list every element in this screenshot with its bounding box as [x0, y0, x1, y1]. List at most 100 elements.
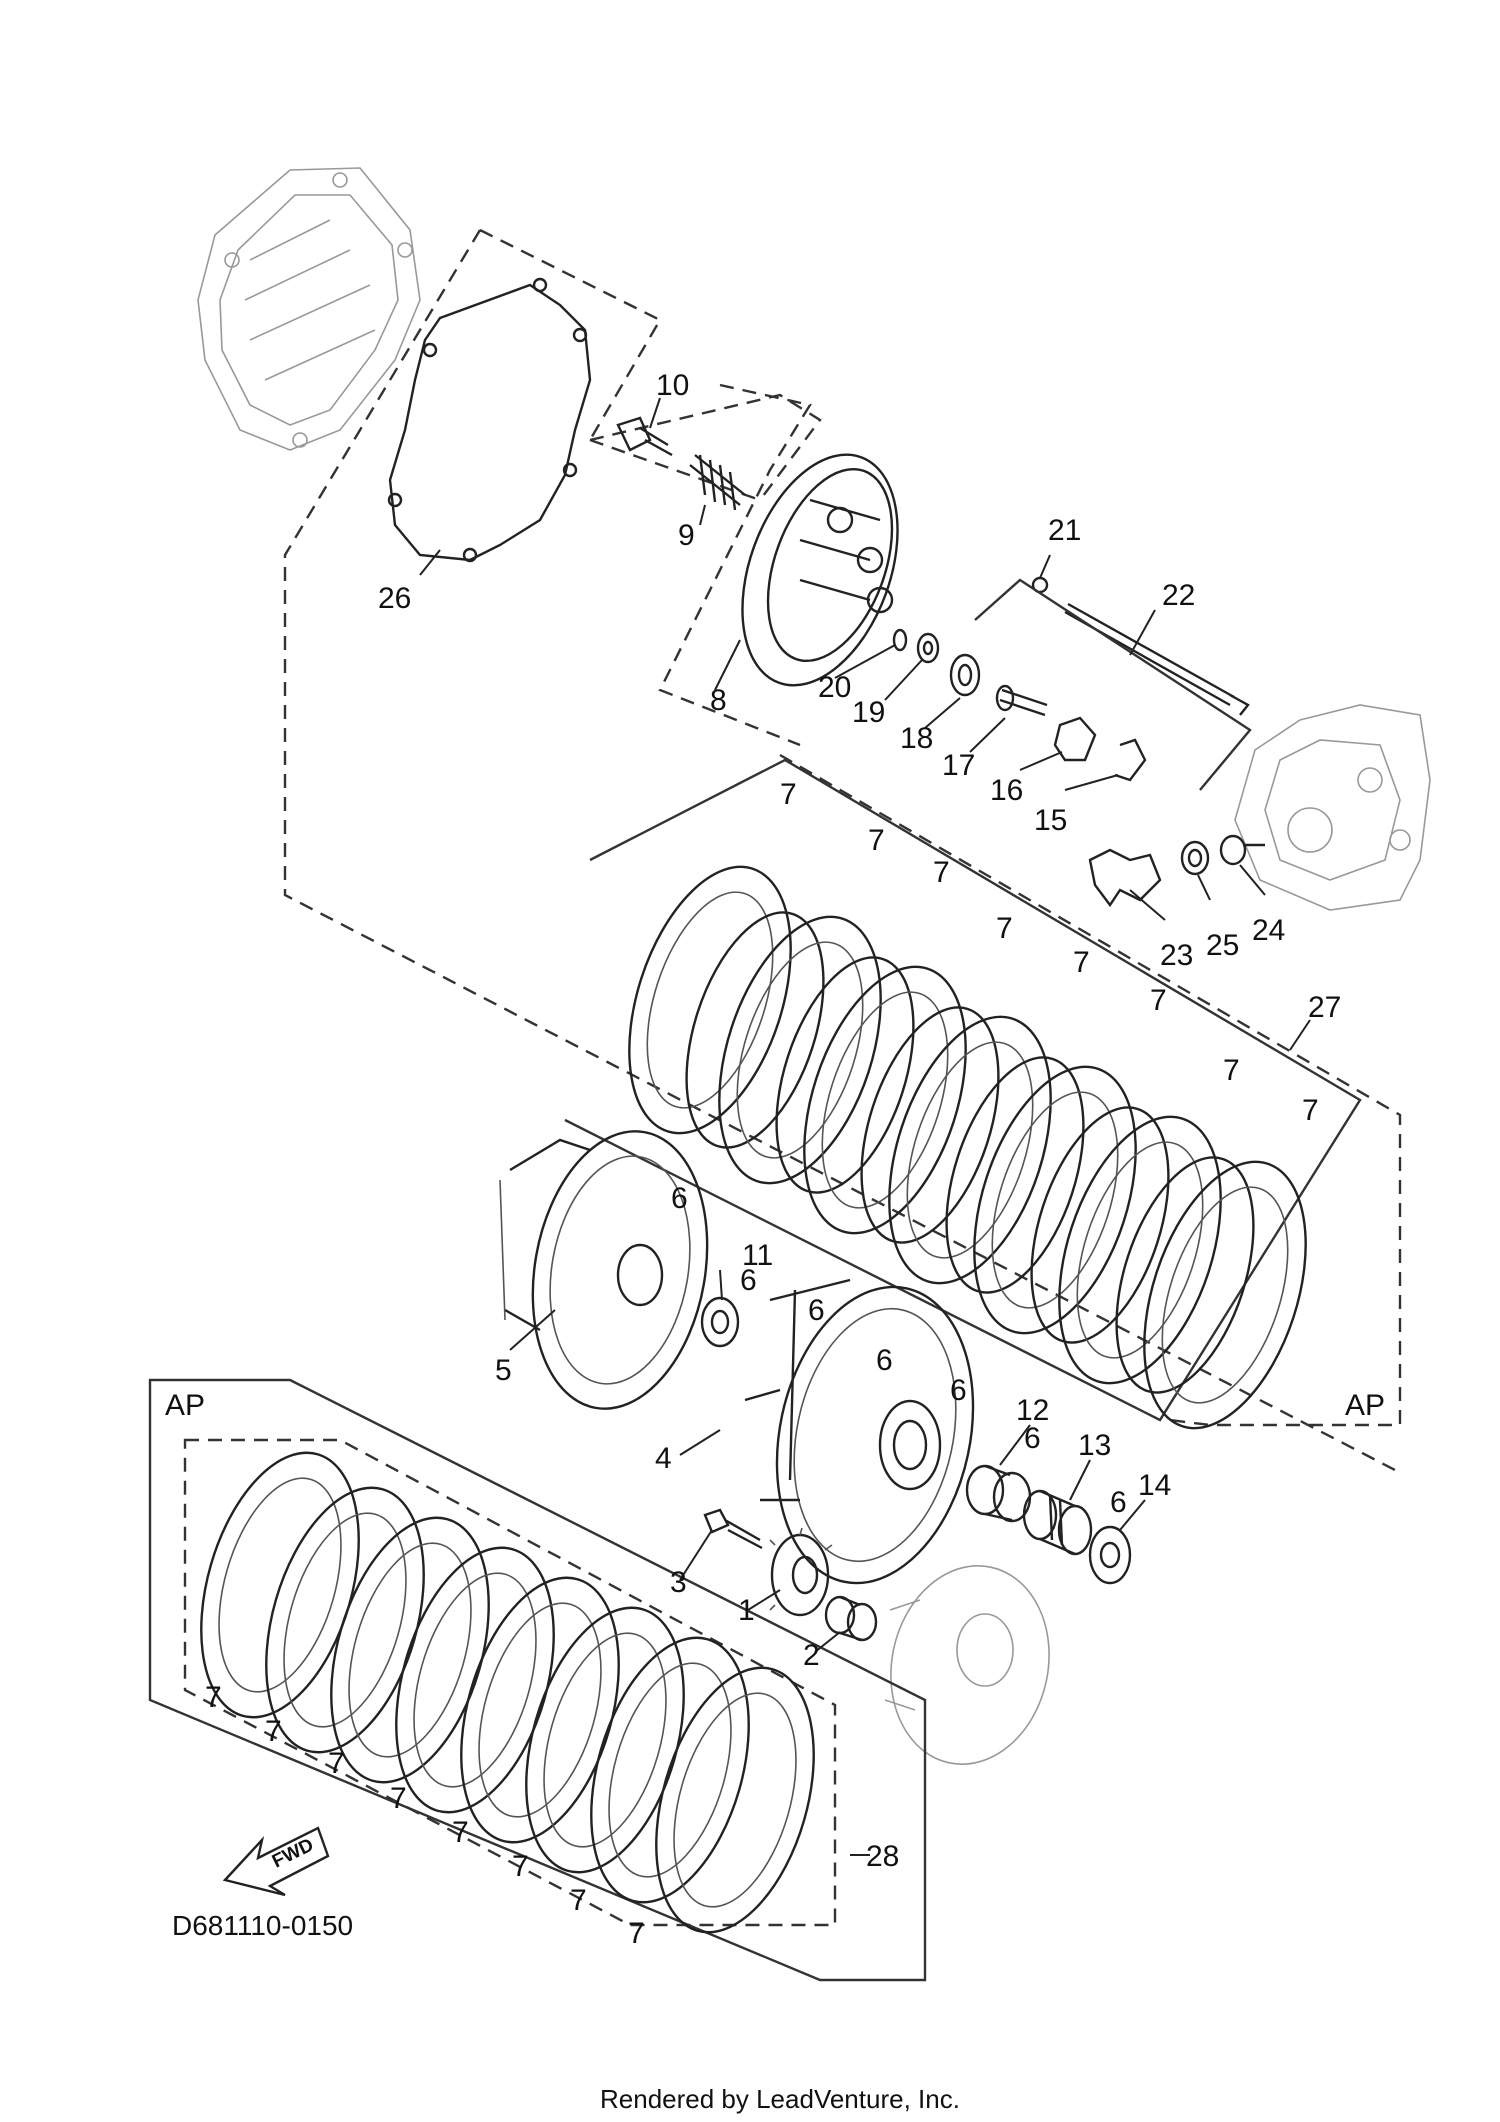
push-lever-23[interactable] [1088, 848, 1162, 908]
callout-7-b[interactable]: 7 [868, 824, 885, 857]
callout-7-k1[interactable]: 7 [205, 1681, 222, 1714]
callout-28[interactable]: 28 [866, 1840, 899, 1873]
steel-plate-6[interactable] [835, 990, 1025, 1259]
callout-6-b[interactable]: 6 [740, 1264, 757, 1297]
steel-plate-6[interactable] [1090, 1140, 1280, 1409]
pressure-plate-8[interactable] [713, 433, 927, 706]
circlip-15[interactable] [1114, 738, 1147, 782]
assembly-label-ap-upper: AP [1345, 1389, 1385, 1422]
clutch-housing-4[interactable] [744, 1269, 999, 1602]
friction-plate-7[interactable] [628, 1649, 841, 1950]
callout-16[interactable]: 16 [990, 774, 1023, 807]
collar-2[interactable] [824, 1595, 878, 1642]
callout-10[interactable]: 10 [656, 369, 689, 402]
bolt-3[interactable] [703, 1508, 763, 1550]
leader-lines [419, 397, 1311, 1856]
callout-5[interactable]: 5 [495, 1354, 512, 1387]
callout-17[interactable]: 17 [942, 749, 975, 782]
gasket-26[interactable] [387, 277, 592, 563]
callout-26[interactable]: 26 [378, 582, 411, 615]
washer-14[interactable] [1088, 1525, 1132, 1585]
friction-plate-7[interactable] [563, 1619, 776, 1920]
callout-7-k7[interactable]: 7 [570, 1884, 587, 1917]
callout-7[interactable]: 7 [780, 778, 797, 811]
crankshaft-reference [884, 1565, 1050, 1765]
push-rod-16[interactable] [1053, 716, 1097, 762]
clutch-boss-5[interactable] [499, 1117, 728, 1422]
callout-7-k6[interactable]: 7 [512, 1850, 529, 1883]
callout-4[interactable]: 4 [655, 1442, 672, 1475]
friction-plate-7[interactable] [368, 1529, 581, 1830]
callout-7-d[interactable]: 7 [996, 912, 1013, 945]
callout-14[interactable]: 14 [1138, 1469, 1171, 1502]
callout-6-e[interactable]: 6 [950, 1374, 967, 1407]
friction-plate-7[interactable] [1114, 1142, 1336, 1449]
callout-7-k8[interactable]: 7 [628, 1917, 645, 1950]
callout-6-f[interactable]: 6 [1024, 1422, 1041, 1455]
callout-7-k2[interactable]: 7 [265, 1715, 282, 1748]
needle-bearing-13[interactable] [1022, 1489, 1093, 1556]
callout-7-c[interactable]: 7 [933, 856, 950, 889]
friction-plate-7[interactable] [944, 1047, 1166, 1354]
steel-plate-6[interactable] [750, 940, 940, 1209]
callout-6-d[interactable]: 6 [876, 1344, 893, 1377]
washer-11[interactable] [700, 1296, 740, 1348]
callout-7-k4[interactable]: 7 [390, 1782, 407, 1815]
callout-11[interactable]: 11 [742, 1239, 773, 1272]
friction-plate-7[interactable] [859, 997, 1081, 1304]
callout-7-k5[interactable]: 7 [452, 1816, 469, 1849]
callout-6-g[interactable]: 6 [1110, 1486, 1127, 1519]
callout-23[interactable]: 23 [1160, 939, 1193, 972]
group-boundary-8 [658, 383, 812, 747]
steel-plate-6[interactable] [660, 895, 850, 1164]
friction-plate-7[interactable] [303, 1499, 516, 1800]
drawing-code: D681110-0150 [172, 1910, 353, 1941]
footer-credit: Rendered by LeadVenture, Inc. [600, 2084, 960, 2114]
callout-18[interactable]: 18 [900, 722, 933, 755]
bearing-18[interactable] [949, 653, 981, 697]
steel-plate-6[interactable] [920, 1040, 1110, 1309]
circlip-20[interactable] [892, 628, 908, 652]
callout-22[interactable]: 22 [1162, 579, 1195, 612]
plate-stack-upper [599, 847, 1336, 1449]
friction-plate-7[interactable] [433, 1559, 646, 1860]
callout-15[interactable]: 15 [1034, 804, 1067, 837]
callout-9[interactable]: 9 [678, 519, 695, 552]
group-boundary-10 [589, 393, 822, 502]
bolt-10[interactable] [616, 416, 673, 457]
steel-plate-6[interactable] [1005, 1090, 1195, 1359]
oil-seal-25[interactable] [1180, 840, 1210, 876]
push-rod-22[interactable] [1064, 602, 1250, 716]
callout-20[interactable]: 20 [818, 671, 851, 704]
bushing-12[interactable] [965, 1464, 1032, 1523]
callout-7-e[interactable]: 7 [1073, 946, 1090, 979]
callout-7-h[interactable]: 7 [1302, 1094, 1319, 1127]
friction-plate-7[interactable] [599, 847, 821, 1154]
spring-9[interactable] [689, 454, 746, 511]
washer-19[interactable] [916, 632, 940, 664]
callout-21[interactable]: 21 [1048, 514, 1081, 547]
primary-drive-gear-1[interactable] [769, 1527, 833, 1617]
callout-12[interactable]: 12 [1016, 1394, 1049, 1427]
callout-2[interactable]: 2 [803, 1639, 820, 1672]
friction-plate-7[interactable] [689, 897, 911, 1204]
callout-3[interactable]: 3 [670, 1566, 687, 1599]
callout-7-f[interactable]: 7 [1150, 984, 1167, 1017]
bearing-24[interactable] [1219, 834, 1265, 866]
callout-13[interactable]: 13 [1078, 1429, 1111, 1462]
callout-19[interactable]: 19 [852, 696, 885, 729]
friction-plate-7[interactable] [774, 947, 996, 1254]
friction-plate-7[interactable] [238, 1469, 451, 1770]
callout-7-k3[interactable]: 7 [328, 1747, 345, 1780]
callout-1[interactable]: 1 [738, 1594, 755, 1627]
callout-7-g[interactable]: 7 [1223, 1054, 1240, 1087]
callout-8[interactable]: 8 [710, 684, 727, 717]
callout-6-c[interactable]: 6 [808, 1294, 825, 1327]
callout-27[interactable]: 27 [1308, 991, 1341, 1024]
callout-25[interactable]: 25 [1206, 929, 1239, 962]
friction-plate-7[interactable] [498, 1589, 711, 1890]
push-rod-17[interactable] [995, 684, 1048, 717]
friction-plate-7[interactable] [1029, 1097, 1251, 1404]
callout-6[interactable]: 6 [671, 1182, 688, 1215]
callout-24[interactable]: 24 [1252, 914, 1285, 947]
